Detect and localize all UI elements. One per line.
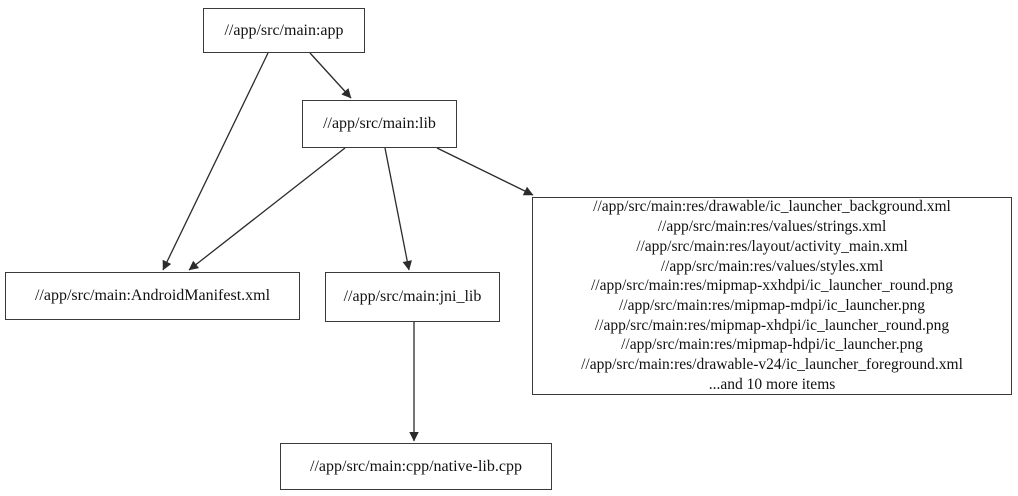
resource-line: //app/src/main:res/mipmap-hdpi/ic_launch… (621, 336, 923, 354)
resource-line: //app/src/main:res/values/strings.xml (657, 218, 887, 236)
resource-more-items: ...and 10 more items (708, 375, 836, 393)
edge-lib-resources (436, 147, 534, 196)
node-jni-lib-label: //app/src/main:jni_lib (343, 288, 482, 305)
resource-line: //app/src/main:res/drawable-v24/ic_launc… (581, 356, 963, 374)
node-native-lib-cpp: //app/src/main:cpp/native-lib.cpp (280, 443, 552, 490)
node-native-lib-cpp-label: //app/src/main:cpp/native-lib.cpp (310, 457, 522, 475)
edge-lib-jnilib (384, 147, 412, 271)
node-android-manifest-label: //app/src/main:AndroidManifest.xml (34, 287, 271, 304)
edge-app-manifest (162, 52, 269, 271)
resource-line: //app/src/main:res/drawable/ic_launcher_… (593, 198, 951, 216)
node-lib: //app/src/main:lib (302, 100, 457, 148)
resource-line: //app/src/main:res/mipmap-mdpi/ic_launch… (618, 297, 926, 314)
node-lib-label: //app/src/main:lib (323, 115, 436, 132)
resource-line: //app/src/main:res/mipmap-xxhdpi/ic_laun… (590, 277, 953, 295)
node-app-label: //app/src/main:app (224, 21, 344, 39)
edge-lib-manifest (188, 147, 346, 271)
resource-line: //app/src/main:res/mipmap-xhdpi/ic_launc… (594, 316, 950, 334)
node-android-manifest: //app/src/main:AndroidManifest.xml (5, 272, 300, 320)
resource-line: //app/src/main:res/values/styles.xml (660, 257, 884, 275)
edge-app-lib (309, 52, 352, 99)
node-app: //app/src/main:app (203, 8, 365, 53)
node-jni-lib: //app/src/main:jni_lib (325, 272, 500, 322)
node-resources: //app/src/main:res/drawable/ic_launcher_… (532, 197, 1012, 395)
resource-line: //app/src/main:res/layout/activity_main.… (636, 237, 908, 255)
